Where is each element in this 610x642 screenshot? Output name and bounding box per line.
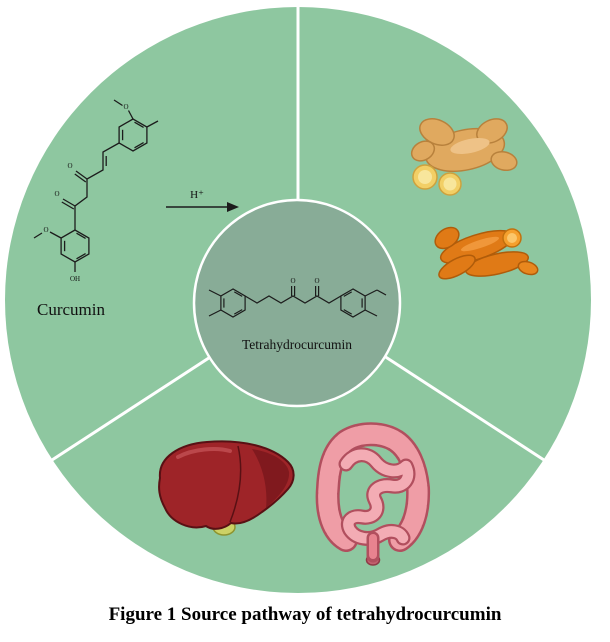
tetrahydrocurcumin-structure bbox=[208, 286, 387, 318]
pathway-diagram: O O O O OH Curcumin H⁺ bbox=[5, 7, 591, 593]
reaction-arrow bbox=[166, 202, 239, 212]
ginger-illustration bbox=[410, 118, 518, 196]
liver-highlight bbox=[176, 447, 232, 459]
curcumin-label: Curcumin bbox=[37, 300, 105, 319]
center-circle bbox=[192, 198, 402, 408]
curcumin-hydroxyl-label: OH bbox=[70, 275, 80, 283]
colon-body bbox=[318, 424, 428, 550]
turmeric-highlight bbox=[460, 236, 500, 252]
curcumin-methoxy-o-label: O bbox=[123, 103, 128, 111]
reaction-condition-label: H⁺ bbox=[190, 189, 204, 201]
liver-right-lobe-shade bbox=[252, 449, 290, 508]
curcumin-methoxy-o-label-2: O bbox=[43, 226, 48, 234]
arrowhead bbox=[227, 202, 239, 212]
turmeric-piece bbox=[517, 260, 539, 276]
thc-carbonyl-o-label-2: O bbox=[314, 277, 319, 285]
curcumin-structure bbox=[33, 99, 159, 272]
curcumin-carbonyl-o-label-1: O bbox=[67, 162, 72, 170]
figure-caption: Figure 1 Source pathway of tetrahydrocur… bbox=[108, 604, 502, 625]
thc-carbonyl-o-label-1: O bbox=[290, 277, 295, 285]
liver-illustration bbox=[158, 440, 295, 536]
curcumin-carbonyl-o-label-2: O bbox=[54, 190, 59, 198]
turmeric-illustration bbox=[434, 226, 539, 280]
tetrahydrocurcumin-label: Tetrahydrocurcumin bbox=[242, 337, 352, 352]
intestine-illustration bbox=[315, 422, 431, 566]
ginger-highlight bbox=[450, 137, 490, 155]
liver-lobe-divider bbox=[229, 445, 242, 523]
